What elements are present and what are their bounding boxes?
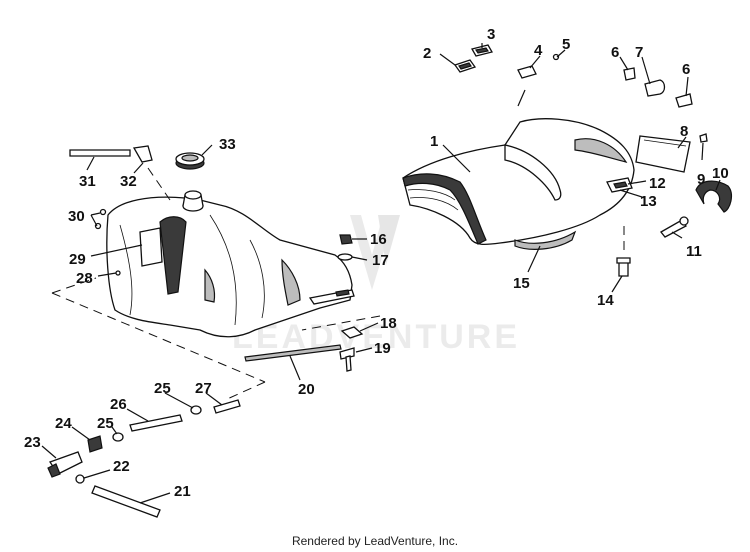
callout-24: 24 bbox=[55, 415, 72, 432]
callout-labels: 1 2 3 4 5 6 7 6 8 9 10 11 12 13 14 15 16… bbox=[24, 26, 729, 500]
part-5-screw bbox=[552, 53, 560, 61]
callout-9: 9 bbox=[697, 171, 705, 188]
fuel-tank-assembly bbox=[51, 167, 381, 401]
fuel-tank bbox=[106, 196, 353, 338]
part-28-marker bbox=[115, 270, 121, 276]
callout-2: 2 bbox=[423, 45, 431, 62]
callout-16: 16 bbox=[370, 231, 387, 248]
callout-14: 14 bbox=[597, 292, 614, 309]
leader-lines bbox=[41, 43, 721, 504]
part-33-fuel-cap bbox=[175, 152, 205, 170]
callout-20: 20 bbox=[298, 381, 315, 398]
seat-assembly bbox=[402, 118, 635, 250]
part-11-bolt bbox=[660, 219, 687, 238]
part-26-tube bbox=[129, 414, 183, 432]
part-8-reflector bbox=[635, 135, 691, 173]
callout-32: 32 bbox=[120, 173, 137, 190]
callout-28: 28 bbox=[76, 270, 93, 287]
seat-edge-trim bbox=[402, 173, 487, 245]
part-30-screw bbox=[99, 208, 107, 216]
part-17-washer bbox=[337, 253, 353, 261]
callout-4: 4 bbox=[534, 42, 543, 59]
callout-6b: 6 bbox=[682, 61, 690, 78]
callout-19: 19 bbox=[374, 340, 391, 357]
callout-17: 17 bbox=[372, 252, 389, 269]
seat-cushion-top bbox=[504, 144, 562, 201]
part-25-clamp bbox=[190, 405, 202, 415]
tank-dashed-outline bbox=[51, 277, 97, 294]
tank-hold-strap bbox=[159, 216, 187, 295]
part-31-hose bbox=[69, 149, 131, 157]
part-10-strap bbox=[695, 180, 732, 213]
rendered-by-footer: Rendered by LeadVenture, Inc. bbox=[291, 534, 459, 548]
part-6-plug-right bbox=[675, 93, 693, 108]
part-29-gauge bbox=[139, 227, 163, 267]
leadventure-watermark-logo: LEADVENTURE bbox=[232, 215, 517, 356]
part-16-nut bbox=[339, 234, 353, 245]
callout-7: 7 bbox=[635, 44, 643, 61]
part-21-hose bbox=[91, 485, 161, 518]
callout-8: 8 bbox=[680, 123, 688, 140]
callout-29: 29 bbox=[69, 251, 86, 268]
part-24-fitting bbox=[87, 435, 103, 453]
callout-11: 11 bbox=[686, 243, 702, 260]
part-9-clip bbox=[699, 133, 708, 143]
callout-22: 22 bbox=[113, 458, 130, 475]
callout-25: 25 bbox=[97, 415, 114, 432]
callout-12: 12 bbox=[649, 175, 666, 192]
callout-10: 10 bbox=[712, 165, 729, 182]
seat-cushion-rear bbox=[574, 138, 628, 163]
seat-base-15 bbox=[514, 230, 577, 250]
part-14-bolt bbox=[618, 261, 629, 277]
callout-30: 30 bbox=[68, 208, 85, 225]
part-32-elbow bbox=[132, 145, 153, 163]
callout-18: 18 bbox=[380, 315, 397, 332]
callout-3: 3 bbox=[487, 26, 495, 43]
part-6-plug-top bbox=[623, 67, 636, 81]
callout-27: 27 bbox=[195, 380, 212, 397]
callout-13: 13 bbox=[640, 193, 657, 210]
callout-33: 33 bbox=[219, 136, 236, 153]
callout-15: 15 bbox=[513, 275, 530, 292]
part-25-clamp bbox=[112, 432, 124, 442]
callout-6: 6 bbox=[611, 44, 619, 61]
part-20-strip bbox=[244, 344, 342, 362]
part-4-latch bbox=[517, 65, 537, 79]
part-18-pad bbox=[340, 326, 364, 339]
callout-1: 1 bbox=[430, 133, 438, 150]
callout-25b: 25 bbox=[154, 380, 171, 397]
callout-23: 23 bbox=[24, 434, 41, 451]
callout-21: 21 bbox=[174, 483, 191, 500]
part-7-bulb bbox=[644, 79, 666, 97]
part-22-clamp bbox=[75, 474, 85, 484]
callout-31: 31 bbox=[79, 173, 96, 190]
part-27-fitting bbox=[213, 399, 241, 414]
callout-5: 5 bbox=[562, 36, 570, 53]
callout-26: 26 bbox=[110, 396, 127, 413]
